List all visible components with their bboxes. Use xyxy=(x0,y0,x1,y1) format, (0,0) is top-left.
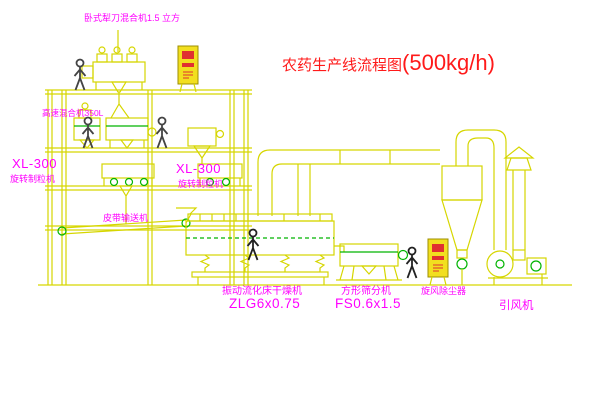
label-belt-conveyor: 皮带输送机 xyxy=(103,213,149,223)
exhaust-duct xyxy=(257,149,440,216)
label-dryer-name: 振动流化床干燥机 xyxy=(222,286,302,297)
worker-figure xyxy=(155,116,169,149)
label-granulator-center-name: 旋转制粒机 xyxy=(178,179,224,189)
label-granulator-center-model: XL-300 xyxy=(176,161,221,176)
granulator-feeder xyxy=(105,117,157,149)
worker-figure xyxy=(81,116,95,149)
granulator-xl300-center xyxy=(197,163,243,187)
belt-conveyor xyxy=(57,213,192,236)
worker-figure xyxy=(405,246,419,279)
label-sieve-name: 方形筛分机 xyxy=(341,286,391,297)
diagram-title: 农药生产线流程图(500kg/h) xyxy=(282,50,495,76)
title-text: 农药生产线流程图 xyxy=(282,57,403,74)
induced-draft-fan xyxy=(486,249,548,285)
cyclone-separator xyxy=(441,129,507,285)
label-plow-mixer: 卧式犁刀混合机1.5 立方 xyxy=(84,13,181,23)
control-cabinet-1 xyxy=(177,45,199,93)
label-high-speed-mixer: 高速混合机350L xyxy=(42,108,104,118)
label-fan: 引风机 xyxy=(499,300,534,312)
y-chute xyxy=(110,92,130,119)
plow-mixer xyxy=(81,30,146,93)
label-granulator-left-model: XL-300 xyxy=(12,156,57,171)
title-capacity: (500kg/h) xyxy=(402,50,495,75)
hopper-unit xyxy=(187,127,225,164)
label-granulator-left-name: 旋转制粒机 xyxy=(10,174,56,184)
granulator-xl300-left xyxy=(101,163,155,224)
label-dryer-model: ZLG6x0.75 xyxy=(229,296,301,311)
control-cabinet-2 xyxy=(427,238,449,286)
label-cyclone: 旋风除尘器 xyxy=(421,286,467,296)
label-sieve-model: FS0.6x1.5 xyxy=(335,296,402,311)
worker-figure xyxy=(73,58,87,91)
building-frame xyxy=(45,89,252,285)
exhaust-stack xyxy=(503,146,535,250)
square-sieve xyxy=(336,243,409,281)
fluid-bed-dryer xyxy=(176,207,345,285)
